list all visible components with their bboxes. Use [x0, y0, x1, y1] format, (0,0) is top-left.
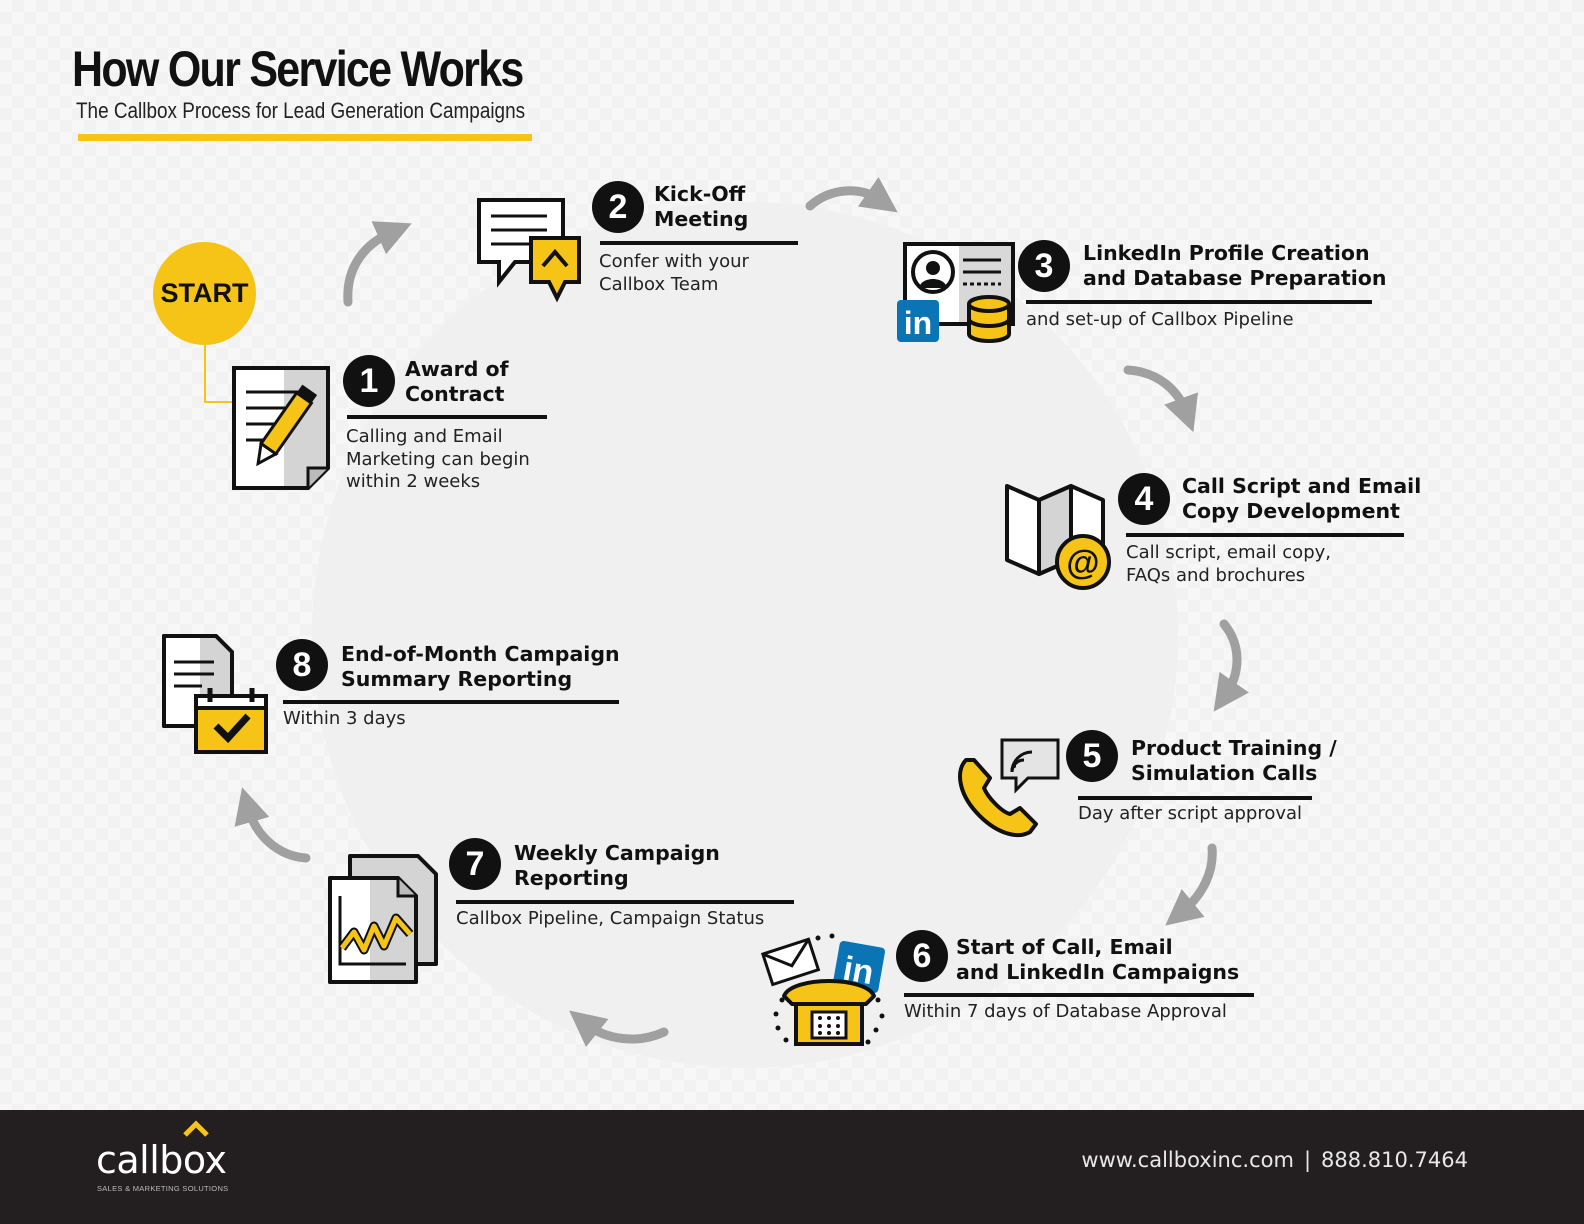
step-2-number: 2 — [592, 181, 644, 233]
step-8-number: 8 — [276, 639, 328, 691]
step-2-description: Confer with your Callbox Team — [599, 251, 749, 295]
step-1-number: 1 — [343, 355, 395, 407]
step-1-divider — [347, 415, 547, 419]
step-5-title: Product Training / Simulation Calls — [1131, 736, 1337, 785]
website-link[interactable]: www.callboxinc.com — [1081, 1148, 1294, 1172]
step-4-number: 4 — [1118, 473, 1170, 525]
step-3-description: and set-up of Callbox Pipeline — [1026, 309, 1294, 330]
step-6-divider — [904, 993, 1254, 997]
logo: callbox — [96, 1138, 227, 1182]
arrow-start-to-2 — [343, 221, 412, 307]
step-3-number: 3 — [1018, 240, 1070, 292]
step-8-divider — [283, 700, 619, 704]
start-badge: START — [153, 242, 256, 345]
step-7-number: 7 — [449, 838, 501, 890]
step-4-description: Call script, email copy, FAQs and brochu… — [1126, 542, 1331, 586]
phone-number[interactable]: 888.810.7464 — [1321, 1148, 1468, 1172]
arrow-3-to-4 — [1123, 365, 1198, 433]
step-5-description: Day after script approval — [1078, 803, 1303, 824]
step-2-divider — [600, 241, 798, 245]
step-7-description: Callbox Pipeline, Campaign Status — [456, 908, 765, 929]
step-3-title: LinkedIn Profile Creation and Database P… — [1083, 241, 1387, 290]
map-email-icon: @ — [1005, 484, 1111, 590]
step-4-title: Call Script and Email Copy Development — [1182, 474, 1422, 523]
step-6-number: 6 — [896, 930, 948, 982]
logo-chevron-icon — [183, 1120, 209, 1137]
contract-pencil-icon — [232, 366, 330, 490]
phone-signal-icon — [958, 738, 1060, 838]
footer-contact: www.callboxinc.com | 888.810.7464 — [1081, 1148, 1468, 1172]
step-7-title: Weekly Campaign Reporting — [514, 841, 720, 890]
logo-tagline: SALES & MARKETING SOLUTIONS — [97, 1184, 229, 1193]
step-5-number: 5 — [1066, 730, 1118, 782]
arrow-7-to-8 — [234, 787, 311, 863]
step-1-description: Calling and Email Marketing can begin wi… — [346, 426, 530, 492]
step-1-title: Award of Contract — [405, 357, 509, 406]
page-title: How Our Service Works — [72, 41, 524, 97]
contact-separator: | — [1303, 1148, 1312, 1172]
step-8-title: End-of-Month Campaign Summary Reporting — [341, 642, 620, 691]
step-6-title: Start of Call, Email and LinkedIn Campai… — [956, 935, 1240, 984]
start-connector — [204, 345, 232, 403]
step-6-description: Within 7 days of Database Approval — [904, 1001, 1227, 1022]
step-5-divider — [1078, 796, 1312, 800]
step-2-title: Kick-Off Meeting — [654, 182, 749, 231]
arrow-2-to-3 — [805, 176, 898, 213]
chat-bubbles-icon — [477, 198, 581, 303]
arrow-5-to-6 — [1165, 843, 1217, 926]
step-7-divider — [456, 900, 794, 904]
report-chart-icon — [328, 854, 438, 984]
title-underline — [78, 134, 532, 141]
footer: callbox SALES & MARKETING SOLUTIONS www.… — [0, 1110, 1584, 1224]
arrow-4-to-5 — [1213, 619, 1250, 712]
calendar-check-icon — [162, 634, 268, 754]
step-4-divider — [1126, 533, 1404, 537]
page-subtitle: The Callbox Process for Lead Generation … — [76, 98, 526, 123]
linkedin-icon-label: in — [904, 305, 932, 341]
step-3-divider — [1026, 300, 1372, 304]
svg-text:@: @ — [1066, 544, 1099, 582]
background-circle — [312, 202, 1178, 1068]
arrow-6-to-7 — [569, 1010, 669, 1048]
telephone-campaign-icon: in — [760, 933, 886, 1046]
profile-database-icon: in — [897, 242, 1015, 343]
step-8-description: Within 3 days — [283, 708, 406, 729]
